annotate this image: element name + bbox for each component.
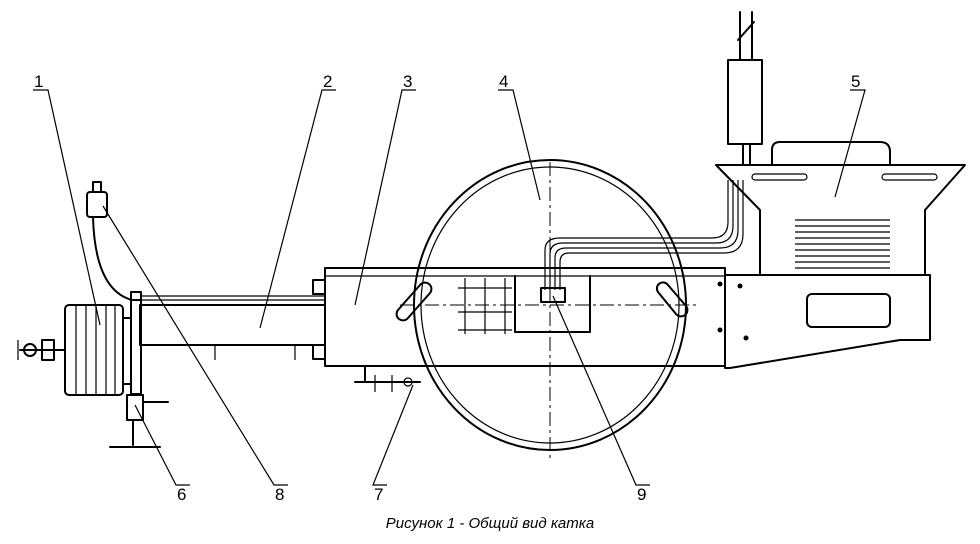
drum [400, 159, 700, 458]
callout-4: 4 [499, 72, 508, 91]
callout-numbers: 1 2 3 4 5 6 8 7 9 [34, 72, 860, 504]
support-stand [109, 394, 169, 448]
hitch [354, 365, 421, 392]
figure-caption: Рисунок 1 - Общий вид катка [385, 515, 595, 532]
callout-1: 1 [34, 72, 43, 91]
engine-housing [715, 11, 966, 369]
callout-6: 6 [177, 485, 186, 504]
callout-5: 5 [851, 72, 860, 91]
callout-3: 3 [403, 72, 412, 91]
drawbar [139, 295, 326, 360]
hydraulic-hoses [540, 180, 744, 303]
control-lever [86, 181, 141, 301]
leader-lines [33, 89, 866, 486]
callout-9: 9 [637, 485, 646, 504]
callout-8: 8 [275, 485, 284, 504]
counterweight [17, 291, 142, 396]
frame-body [312, 267, 726, 367]
radiator-grille [795, 219, 890, 269]
callout-2: 2 [323, 72, 332, 91]
callout-7: 7 [374, 485, 383, 504]
